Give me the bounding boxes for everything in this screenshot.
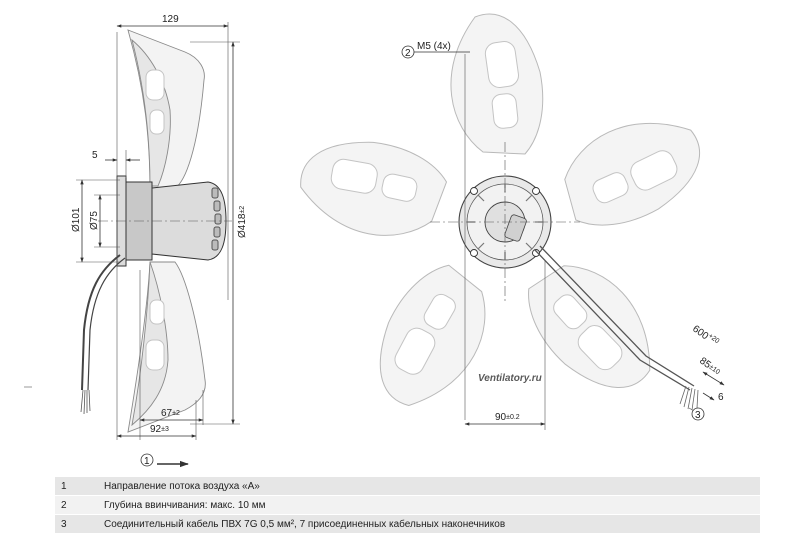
legend-text: Направление потока воздуха «A» xyxy=(98,477,760,496)
dim-600: 600+20 xyxy=(690,323,720,350)
dim-92: 92±3 xyxy=(150,424,169,435)
hub-cable-clip xyxy=(504,214,527,242)
legend-row: 3 Соединительный кабель ПВХ 7G 0,5 мм², … xyxy=(55,514,760,534)
fan-technical-drawing: 129 5 Ø101 Ø75 Ø418±2 67±2 92±3 xyxy=(24,13,725,468)
dim-90: 90±0.2 xyxy=(495,412,520,423)
side-cable xyxy=(81,254,121,391)
legend-text: Глубина ввинчивания: макс. 10 мм xyxy=(98,495,760,515)
side-view: 129 5 Ø101 Ø75 Ø418±2 67±2 92±3 xyxy=(24,14,248,468)
legend-row: 2 Глубина ввинчивания: макс. 10 мм xyxy=(55,495,760,515)
callout-1-marker xyxy=(140,453,154,467)
legend-number: 1 xyxy=(55,477,98,496)
front-cable xyxy=(534,249,691,391)
legend-row: 1 Направление потока воздуха «A» xyxy=(55,477,760,496)
side-blade-slot xyxy=(149,299,165,325)
legend-number: 3 xyxy=(55,514,98,534)
dim-dia-101: Ø101 xyxy=(71,207,82,232)
front-cable xyxy=(539,245,695,387)
dim-67: 67±2 xyxy=(161,408,180,419)
side-blade-slot xyxy=(145,69,165,101)
front-view: 2 M5 (4x) 90±0.2 600+20 85±10 6 3 xyxy=(290,13,725,430)
dim-6: 6 xyxy=(718,392,724,403)
side-cable xyxy=(87,257,126,391)
rotor-cooling-ribs xyxy=(211,187,222,251)
watermark: Ventilatory.ru xyxy=(478,373,542,384)
dim-dia-418: Ø418±2 xyxy=(237,206,248,238)
cable-wire-ends xyxy=(80,389,91,415)
callout-1-label: 1 xyxy=(144,456,150,467)
dim-85: 85±10 xyxy=(697,356,722,378)
front-cable-wire-ends xyxy=(679,385,699,411)
side-blade-slot xyxy=(149,109,165,135)
callout-3-marker xyxy=(691,407,705,421)
callout-2-label: 2 xyxy=(405,48,411,59)
legend-number: 2 xyxy=(55,495,98,515)
mounting-hole xyxy=(470,187,540,257)
side-blade-slot xyxy=(145,339,165,371)
dim-129: 129 xyxy=(162,14,179,25)
dim-dia-75: Ø75 xyxy=(89,211,100,230)
dim-thread-m5: M5 (4x) xyxy=(417,41,451,52)
legend-text: Соединительный кабель ПВХ 7G 0,5 мм², 7 … xyxy=(98,514,760,534)
callout-2-marker xyxy=(401,45,415,59)
callout-3-label: 3 xyxy=(695,410,701,421)
legend-table: 1 Направление потока воздуха «A» 2 Глуби… xyxy=(55,477,760,534)
dim-5: 5 xyxy=(92,150,98,161)
